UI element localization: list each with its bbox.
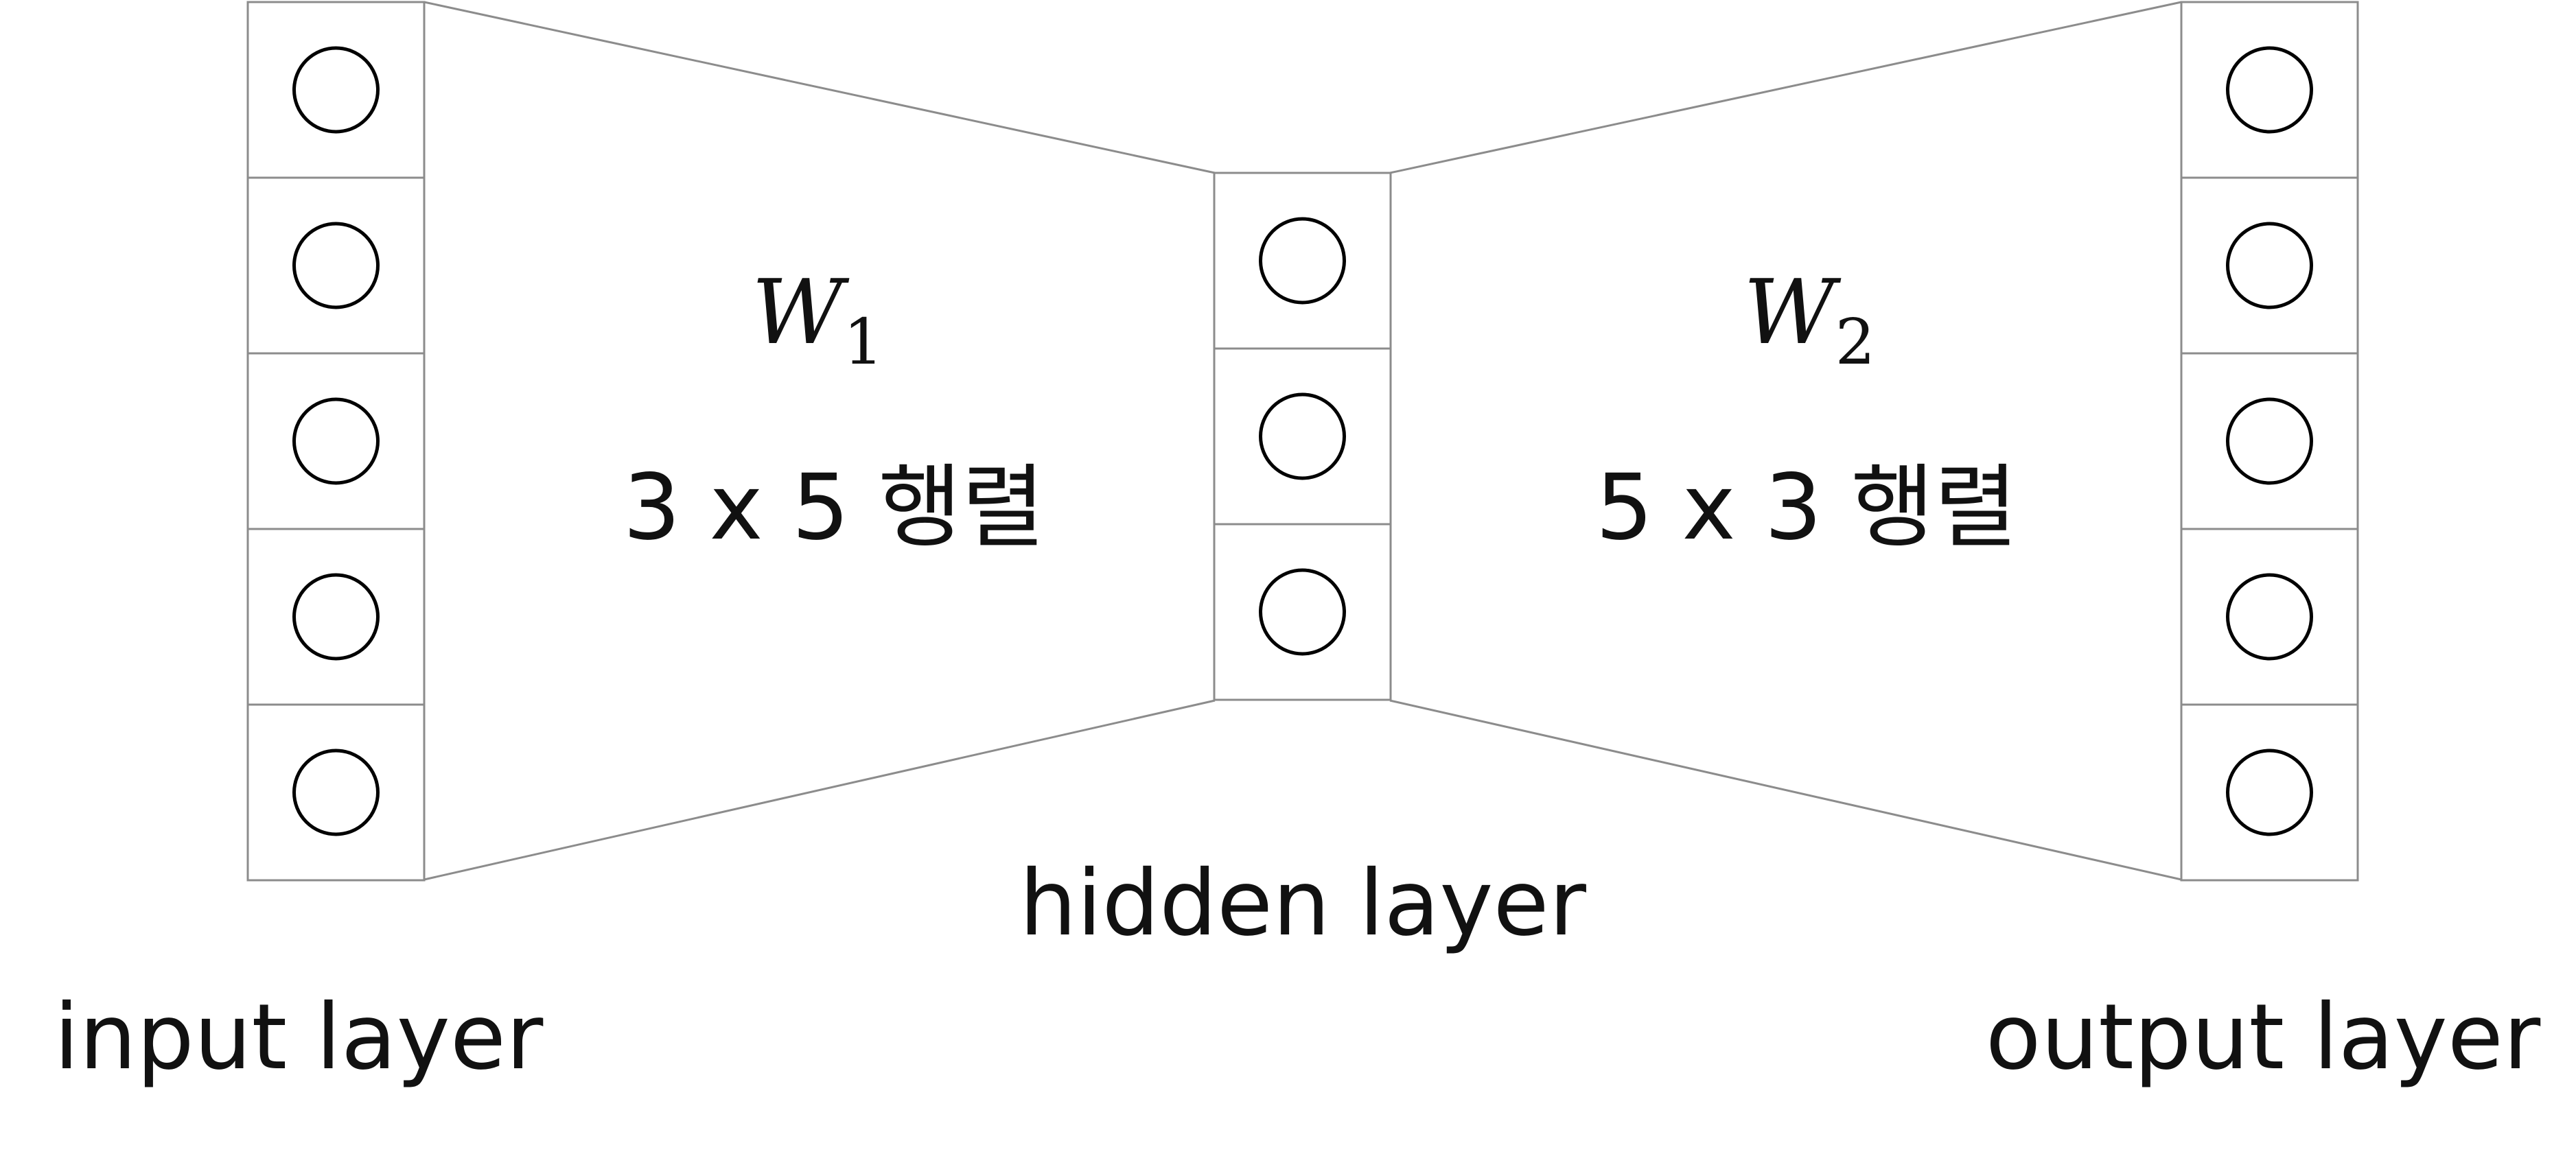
hidden-layer-label: hidden layer bbox=[1019, 851, 1587, 956]
weight-2-shape-label: 5 x 3 행렬 bbox=[1596, 455, 2018, 561]
connectors bbox=[423, 1, 2182, 881]
connector-output-top bbox=[1389, 1, 2182, 174]
connector-input-top bbox=[423, 1, 1216, 174]
output-layer-node-2 bbox=[2226, 222, 2313, 309]
output-layer-node-5 bbox=[2226, 749, 2313, 836]
connector-input-bottom bbox=[423, 699, 1216, 881]
weight-2-symbol: W2 bbox=[1743, 260, 1875, 379]
input-layer-node-5 bbox=[292, 749, 380, 836]
output-layer-node-1 bbox=[2226, 46, 2313, 134]
hidden-layer-column bbox=[1213, 172, 1392, 701]
weight-1-shape-label: 3 x 5 행렬 bbox=[623, 455, 1045, 561]
hidden-layer-node-1 bbox=[1259, 217, 1346, 305]
output-layer-node-3 bbox=[2226, 397, 2313, 485]
input-layer-node-2 bbox=[292, 222, 380, 309]
hidden-layer-node-3 bbox=[1259, 568, 1346, 656]
input-layer-node-3 bbox=[292, 397, 380, 485]
output-layer-label: output layer bbox=[1986, 985, 2541, 1090]
output-layer-node-4 bbox=[2226, 573, 2313, 661]
output-layer-cell-3 bbox=[2180, 352, 2359, 530]
output-layer-column bbox=[2180, 1, 2359, 882]
input-layer-label: input layer bbox=[54, 985, 544, 1090]
input-layer-node-4 bbox=[292, 573, 380, 661]
weight-1-symbol: W1 bbox=[752, 260, 883, 379]
input-layer-node-1 bbox=[292, 46, 380, 134]
hidden-layer-node-2 bbox=[1259, 392, 1346, 480]
input-layer-column bbox=[246, 1, 426, 882]
connector-output-bottom bbox=[1389, 699, 2182, 881]
